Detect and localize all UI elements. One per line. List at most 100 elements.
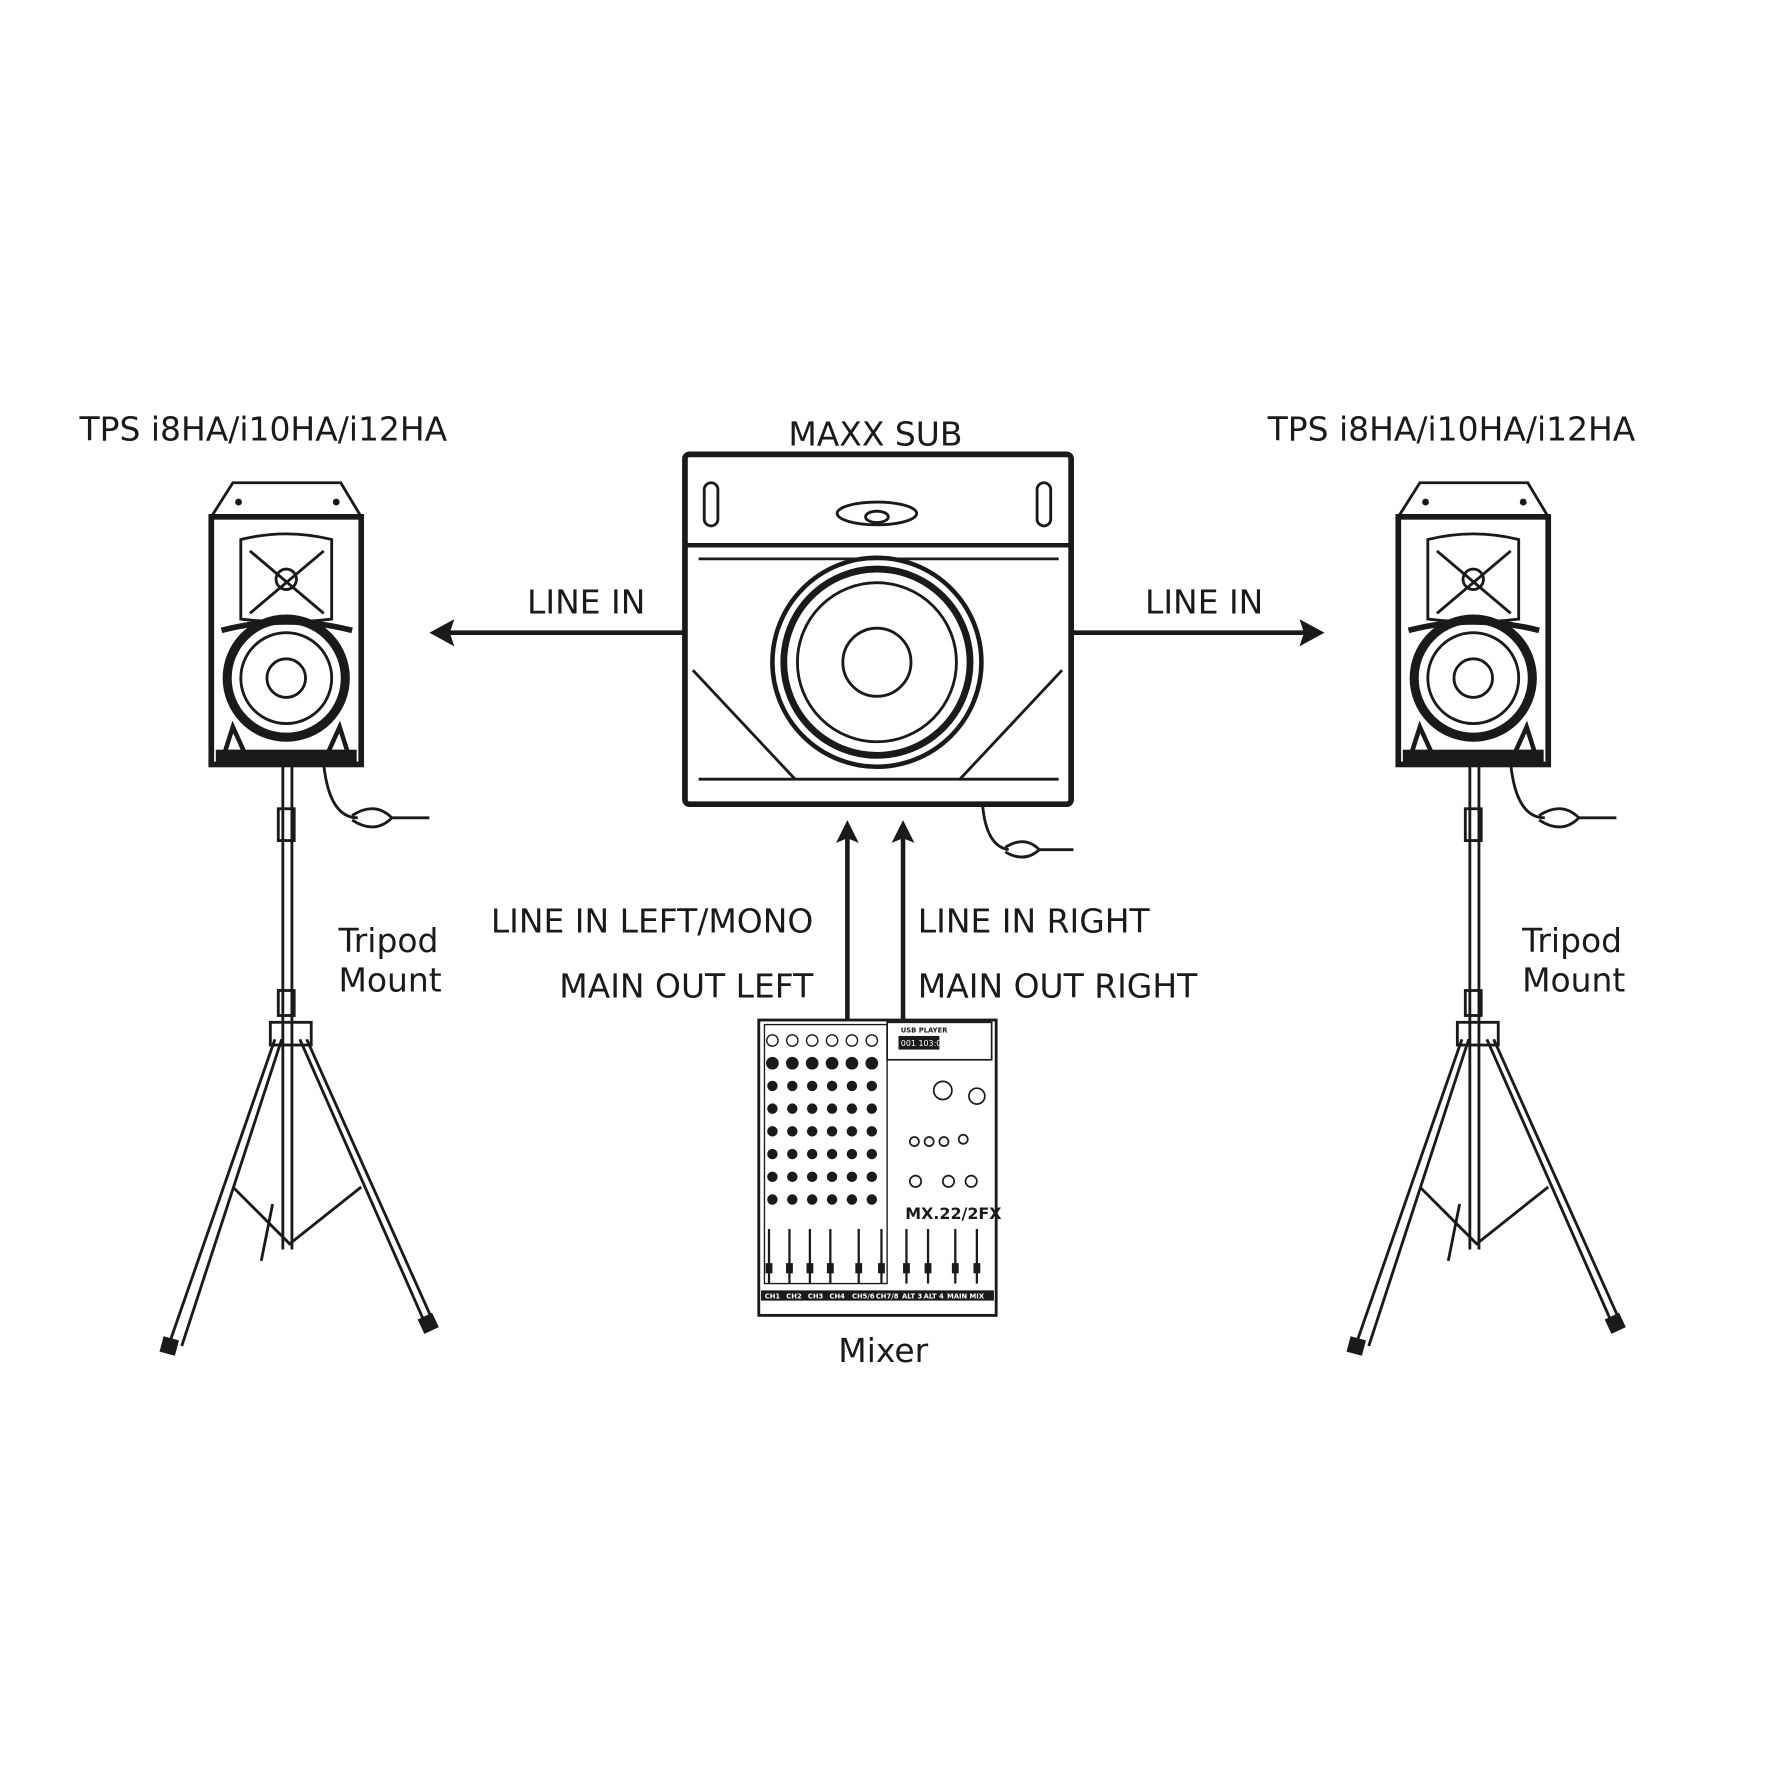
mixer-knob-icon[interactable]: [767, 1103, 778, 1114]
right-line-in-label: LINE IN: [1145, 582, 1263, 621]
mixer-knob-icon[interactable]: [865, 1034, 879, 1047]
fader-handle[interactable]: [765, 1263, 773, 1274]
mixer-knob-icon[interactable]: [767, 1194, 778, 1205]
mixer-knob-icon[interactable]: [825, 1056, 839, 1070]
fader-handle[interactable]: [878, 1263, 885, 1274]
mixer-knob-icon[interactable]: [909, 1136, 920, 1147]
channel-label: CH5/6: [852, 1292, 875, 1300]
mixer-knob-icon[interactable]: [846, 1103, 858, 1114]
mixer-knob-icon[interactable]: [866, 1126, 878, 1137]
mixer-label: Mixer: [838, 1331, 928, 1370]
sub-model: MAXX SUB: [788, 414, 962, 453]
mixer-knob-icon[interactable]: [806, 1126, 818, 1137]
speaker-top: [210, 481, 363, 518]
sub-cabinet: [682, 451, 1074, 808]
mixer-knob-icon[interactable]: [846, 1148, 858, 1160]
mixer-knob-icon[interactable]: [785, 1056, 799, 1070]
mixer-knob-icon[interactable]: [846, 1194, 858, 1205]
signal-arrows: [429, 619, 1325, 1021]
mixer-knob-icon[interactable]: [825, 1034, 839, 1047]
mixer-knob-icon[interactable]: [845, 1056, 859, 1070]
fader-handle[interactable]: [855, 1263, 863, 1274]
mixer-knobs: [766, 1034, 986, 1205]
mixer-knob-icon[interactable]: [806, 1194, 818, 1205]
subwoofer-driver-icon: [770, 555, 984, 770]
mixer-knob-icon[interactable]: [767, 1148, 778, 1160]
mixer-knob-icon[interactable]: [826, 1194, 838, 1205]
mixer-knob-icon[interactable]: [866, 1148, 878, 1160]
mixer-knob-icon[interactable]: [766, 1056, 779, 1070]
usb-player-label: USB PLAYER: [901, 1027, 948, 1035]
fader-handle[interactable]: [951, 1263, 959, 1274]
mixer-body: [757, 1018, 998, 1317]
fader-handle[interactable]: [924, 1263, 932, 1274]
left-stand-label-2: Mount: [338, 961, 441, 1000]
mixer-knob-icon[interactable]: [846, 1171, 858, 1183]
mixer-knob-icon[interactable]: [938, 1136, 950, 1147]
mixer-knob-icon[interactable]: [785, 1034, 799, 1047]
fader-handle[interactable]: [806, 1263, 814, 1274]
mixer-model: MX.22/2FX: [905, 1204, 1001, 1223]
mixer-knob-icon[interactable]: [826, 1171, 838, 1183]
mixer-knob-icon[interactable]: [932, 1080, 953, 1101]
mixer-knob-icon[interactable]: [923, 1136, 935, 1147]
fader-handle[interactable]: [786, 1263, 793, 1274]
usb-player-panel: [886, 1021, 993, 1061]
speaker-cabinet: [208, 513, 365, 768]
woofer-icon: [1409, 614, 1537, 742]
right-speaker-model: TPS i8HA/i10HA/i12HA: [1267, 410, 1636, 449]
right-speaker: [1346, 481, 1626, 1356]
mixer-knob-icon[interactable]: [866, 1171, 878, 1183]
left-line-in-label: LINE IN: [527, 582, 645, 621]
mixer-knob-icon[interactable]: [866, 1194, 878, 1205]
mixer-knob-icon[interactable]: [806, 1080, 818, 1092]
fader-handle[interactable]: [973, 1263, 981, 1274]
usb-display: [898, 1035, 940, 1050]
mixer-knob-icon[interactable]: [787, 1126, 798, 1137]
mixer-knob-icon[interactable]: [941, 1174, 956, 1188]
mixer-knob-icon[interactable]: [787, 1103, 798, 1114]
mixer-knob-icon[interactable]: [806, 1148, 818, 1160]
mixer-knob-icon[interactable]: [787, 1080, 798, 1092]
channel-label: ALT 4: [924, 1292, 944, 1300]
mixer-knob-icon[interactable]: [957, 1133, 969, 1145]
mixer-knob-icon[interactable]: [909, 1174, 923, 1188]
mixer-knob-icon[interactable]: [846, 1126, 858, 1137]
mixer-knob-icon[interactable]: [826, 1126, 838, 1137]
arrow-head-icon: [1299, 619, 1325, 647]
mixer-knob-icon[interactable]: [964, 1174, 978, 1188]
mixer-knob-icon[interactable]: [787, 1171, 798, 1183]
mixer-knob-icon[interactable]: [826, 1103, 838, 1114]
mixer-knob-icon[interactable]: [767, 1126, 778, 1137]
mixer-knob-icon[interactable]: [826, 1080, 838, 1092]
mixer-knob-icon[interactable]: [767, 1171, 778, 1183]
arrow-head-icon: [429, 619, 455, 647]
mixer-knob-icon[interactable]: [806, 1103, 818, 1114]
mixer-knob-icon[interactable]: [805, 1056, 819, 1070]
speaker-base: [215, 749, 357, 764]
channel-label: CH2: [786, 1292, 802, 1300]
mixer-knob-icon[interactable]: [767, 1080, 778, 1092]
fader-handle[interactable]: [826, 1263, 834, 1274]
channel-label: CH7/8: [876, 1292, 899, 1300]
channel-label: CH4: [829, 1292, 845, 1300]
mixer-knob-icon[interactable]: [866, 1103, 878, 1114]
mixer-knob-icon[interactable]: [787, 1148, 798, 1160]
mixer-knob-icon[interactable]: [846, 1080, 858, 1092]
mixer-knob-icon[interactable]: [766, 1034, 779, 1047]
sub-left-in-label: LINE IN LEFT/MONO: [491, 902, 813, 941]
right-stand-label-2: Mount: [1522, 961, 1625, 1000]
mixer-knob-icon[interactable]: [968, 1087, 986, 1105]
mixer-knob-icon[interactable]: [866, 1080, 878, 1092]
channel-label: MAIN MIX: [947, 1292, 985, 1300]
woofer-icon: [222, 614, 350, 742]
mixer-knob-icon[interactable]: [806, 1171, 818, 1183]
mixer-knob-icon[interactable]: [805, 1034, 819, 1047]
mixer-knob-icon[interactable]: [845, 1034, 859, 1047]
mixer-right-out-label: MAIN OUT RIGHT: [918, 966, 1198, 1005]
mixer-knob-icon[interactable]: [865, 1056, 879, 1070]
fader-handle[interactable]: [903, 1263, 910, 1274]
mixer-knob-icon[interactable]: [787, 1194, 798, 1205]
mixer-knob-icon[interactable]: [826, 1148, 838, 1160]
